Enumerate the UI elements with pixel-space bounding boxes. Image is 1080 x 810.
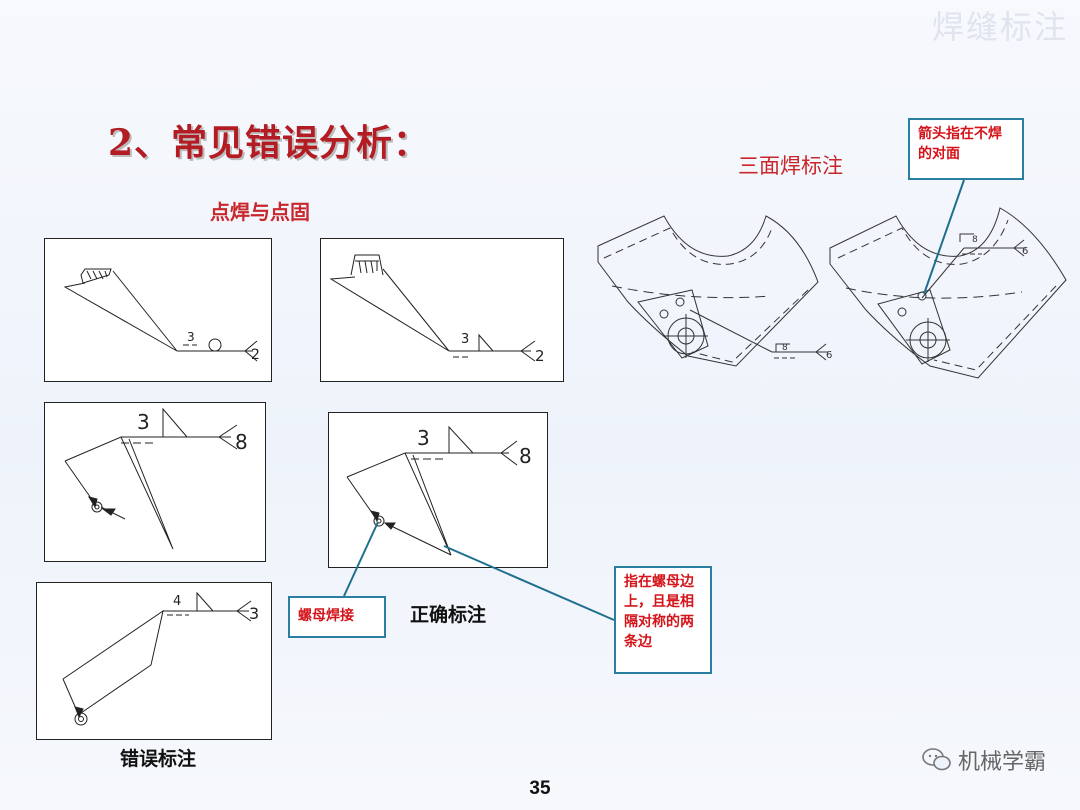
watermark-text: 机械学霸: [957, 750, 1046, 775]
callout-nut-weld: 螺母焊接: [288, 596, 386, 638]
weld-drawing-5: 4 3: [62, 591, 259, 726]
correct-label: 正确标注: [410, 604, 487, 626]
corner-title: 焊缝标注: [931, 8, 1068, 46]
page-number: 35: [529, 778, 551, 799]
weld-size-3: 3: [137, 410, 150, 434]
watermark: 机械学霸: [922, 744, 1046, 776]
weld-size-2: 3: [461, 332, 469, 347]
weld-count-5: 3: [249, 604, 259, 623]
drawing-panel-3: 3 8: [44, 402, 266, 562]
drawing-panel-1: 3 2: [44, 238, 272, 382]
weld-size-5: 4: [173, 594, 181, 609]
weld-drawing-1: 3 2: [63, 268, 260, 363]
bracket-right-count: 6: [1022, 246, 1028, 257]
weld-count-2: 2: [535, 347, 545, 365]
bracket-drawing-right: 8 6: [829, 207, 1067, 379]
wechat-icon: [922, 748, 951, 771]
bracket-left-size: 8: [782, 343, 788, 353]
weld-size-1: 3: [187, 330, 195, 344]
drawing-panel-2: 3 2: [320, 238, 564, 382]
three-side-heading: 三面焊标注: [738, 154, 843, 178]
wrong-label: 错误标注: [120, 748, 197, 770]
weld-drawing-4: 3 8: [346, 425, 532, 556]
bracket-drawing-left: 8 6: [597, 215, 832, 367]
drawing-panel-4: 3 8: [328, 412, 548, 568]
page-title: 2、常见错误分析：: [108, 122, 431, 164]
bracket-right-size: 8: [972, 235, 978, 245]
callout-arrow-opposite: 箭头指在不焊的对面: [908, 118, 1024, 180]
weld-count-1: 2: [251, 347, 260, 363]
weld-drawing-2: 3 2: [329, 254, 545, 365]
spot-weld-heading: 点焊与点固: [210, 200, 310, 224]
bracket-left-count: 6: [826, 350, 832, 361]
callout-nut-sides: 指在螺母边上，且是相隔对称的两条边: [614, 566, 712, 674]
weld-size-4: 3: [417, 426, 430, 450]
weld-drawing-3: 3 8: [64, 407, 248, 550]
drawing-panel-5: 4 3: [36, 582, 272, 740]
weld-count-4: 8: [519, 444, 532, 468]
weld-count-3: 8: [235, 430, 248, 454]
